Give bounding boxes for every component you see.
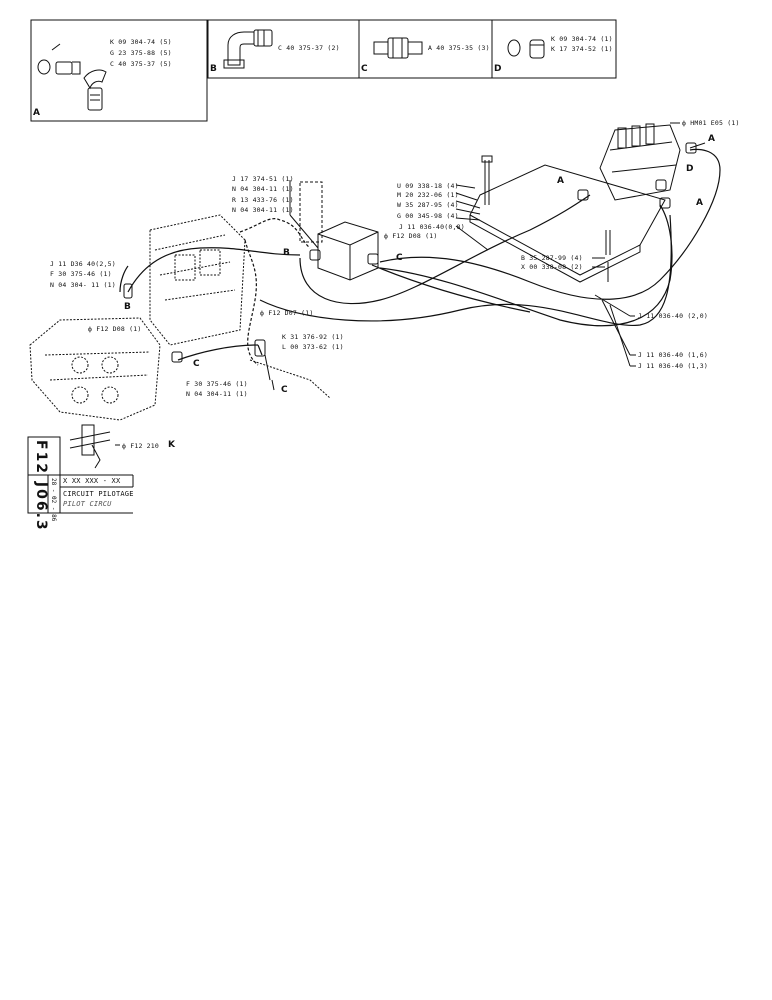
right-valve-stack: [599, 124, 681, 201]
label-hose-3: J 11 036-40 (1,3): [638, 362, 708, 370]
label-b35: B 35 287-99 (4): [521, 254, 583, 262]
tee-fitting: [69, 431, 111, 449]
label-f12-210: ф F12 210: [122, 442, 160, 450]
label-left-1: J 11 D36 40(2,5): [50, 260, 116, 268]
label-plate-4: G 00 345-98 (4): [397, 212, 459, 220]
callout-c-mid: C: [396, 253, 403, 263]
callout-c-left: C: [193, 359, 200, 369]
title-ref-code: F12 J06.3: [33, 440, 49, 532]
elbow-a: [83, 69, 107, 90]
label-mid-1: J 17 374-51 (1): [232, 175, 294, 183]
label-x00: X 00 338-08 (2): [521, 263, 583, 271]
inset-a-ref-3: C 40 375-37 (5): [110, 60, 172, 68]
label-hose-1: J 11 036-40 (2,0): [638, 312, 708, 320]
inset-c-letter: C: [361, 64, 368, 74]
label-f12-d08-left: ф F12 D08 (1): [88, 325, 142, 333]
inset-b-ref-1: C 40 375-37 (2): [278, 44, 340, 52]
label-f30-2: N 04 304-11 (1): [186, 390, 248, 398]
label-f12-210-k: K: [168, 440, 175, 450]
label-mid-4: N 04 304-11 (1): [232, 206, 294, 214]
inset-d-ref-2: K 17 374-52 (1): [551, 45, 613, 53]
label-plate-1: U 09 338-18 (4): [397, 182, 459, 190]
label-f12-d07: ф F12 D07 (1): [260, 309, 314, 317]
inset-d-letter: D: [494, 64, 502, 74]
label-k31-1: K 31 376-92 (1): [282, 333, 344, 341]
o-ring-a: [37, 59, 51, 75]
label-plate-2: M 20 232-06 (1): [397, 191, 459, 199]
title-date: 28 - 02 - 86: [50, 478, 57, 522]
callout-a-plate: A: [557, 176, 564, 186]
callout-c-low: C: [281, 385, 288, 395]
label-f30-1: F 30 375-46 (1): [186, 380, 248, 388]
left-valve-block: [149, 214, 246, 346]
o-ring-d: [507, 39, 521, 57]
title-fr: CIRCUIT PILOTAGE: [63, 490, 134, 498]
label-mid-3: R 13 433-76 (1): [232, 196, 294, 204]
inset-box-a: [30, 19, 208, 122]
union-c: [387, 37, 409, 59]
label-mid-2: N 04 304-11 (1): [232, 185, 294, 193]
label-hm01: ф HM01 E05 (1): [682, 119, 740, 127]
callout-a-right: A: [696, 198, 703, 208]
hoses: [119, 148, 721, 366]
inset-d-ref-1: K 09 304-74 (1): [551, 35, 613, 43]
callout-b-mid: B: [283, 248, 290, 258]
inset-c-ref-1: A 40 375-35 (3): [428, 44, 490, 52]
inset-a-letter: A: [33, 108, 40, 118]
label-k31-2: L 00 373-62 (1): [282, 343, 344, 351]
inset-b-letter: B: [210, 64, 217, 74]
inset-box-d: [491, 19, 617, 79]
label-plate-5: J 11 036-40(0,8): [399, 223, 465, 231]
lower-machine: [29, 317, 331, 421]
fitting-a: [55, 61, 73, 75]
label-left-3: N 04 304- 11 (1): [50, 281, 116, 289]
label-left-2: F 30 375-46 (1): [50, 270, 112, 278]
inset-a-ref-2: G 23 375-88 (5): [110, 49, 172, 57]
label-f12-d08-mid: ф F12 D08 (1): [384, 232, 438, 240]
callout-a-top: A: [708, 134, 715, 144]
title-number: X XX XXX - XX: [63, 477, 121, 485]
title-en: PILOT CIRCU: [63, 500, 112, 508]
callout-b-left: B: [124, 302, 131, 312]
plug-d: [529, 39, 545, 59]
label-hose-2: J 11 036-40 (1,6): [638, 351, 708, 359]
callout-d-right: D: [686, 164, 694, 174]
middle-valve: [317, 221, 379, 281]
label-plate-3: W 35 287-95 (4): [397, 201, 459, 209]
inset-a-ref-1: K 09 304-74 (5): [110, 38, 172, 46]
